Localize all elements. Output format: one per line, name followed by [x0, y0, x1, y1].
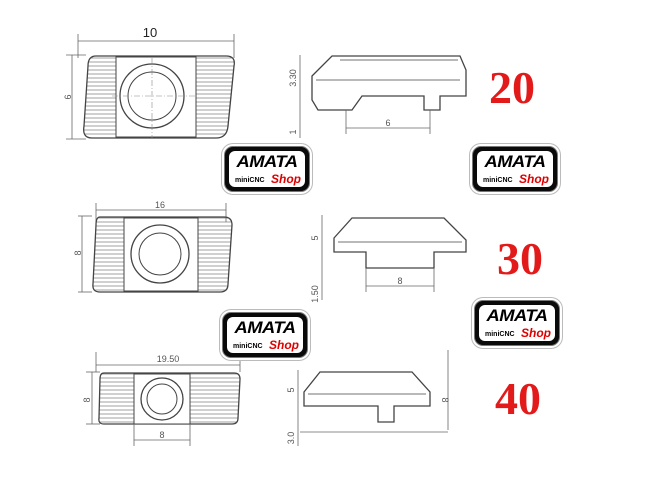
amata-logo: AMATA miniCNC Shop	[222, 312, 308, 358]
amata-logo: AMATA miniCNC Shop	[224, 146, 310, 192]
size-label-40: 40	[495, 373, 541, 424]
amata-logo: AMATA miniCNC Shop	[474, 300, 560, 346]
bottom-nut-side-view: 5 3.0 8	[286, 350, 450, 446]
bottom-side-right-dim: 8	[440, 397, 450, 402]
size-label-20: 20	[489, 62, 535, 113]
middle-height-dim: 8	[73, 250, 83, 255]
middle-side-width-dim: 8	[397, 276, 402, 286]
middle-width-dim: 16	[155, 200, 165, 210]
top-nut-plan-view: 10 6	[63, 25, 235, 140]
top-height-dim: 6	[63, 94, 73, 99]
middle-nut-side-view: 5 1.50 8	[310, 215, 467, 303]
middle-side-base-dim: 1.50	[310, 285, 320, 303]
top-side-base-dim: 1	[288, 129, 298, 134]
amata-logo: AMATA miniCNC Shop	[472, 146, 558, 192]
bottom-nut-plan-view: 19.50 8 8	[82, 352, 241, 446]
middle-nut-plan-view: 16 8	[73, 200, 233, 293]
bottom-side-base-dim: 3.0	[286, 432, 296, 445]
bottom-height-dim: 8	[82, 397, 92, 402]
bottom-lower-width-dim: 8	[159, 430, 164, 440]
bottom-width-dim: 19.50	[157, 354, 180, 364]
top-side-width-dim: 6	[385, 118, 390, 128]
size-label-30: 30	[497, 233, 543, 284]
bottom-side-height-dim: 5	[286, 387, 296, 392]
top-width-dim: 10	[143, 25, 157, 40]
top-nut-side-view: 3.30 1 6	[288, 55, 467, 138]
middle-side-height-dim: 5	[310, 235, 320, 240]
top-side-height-dim: 3.30	[288, 69, 298, 87]
